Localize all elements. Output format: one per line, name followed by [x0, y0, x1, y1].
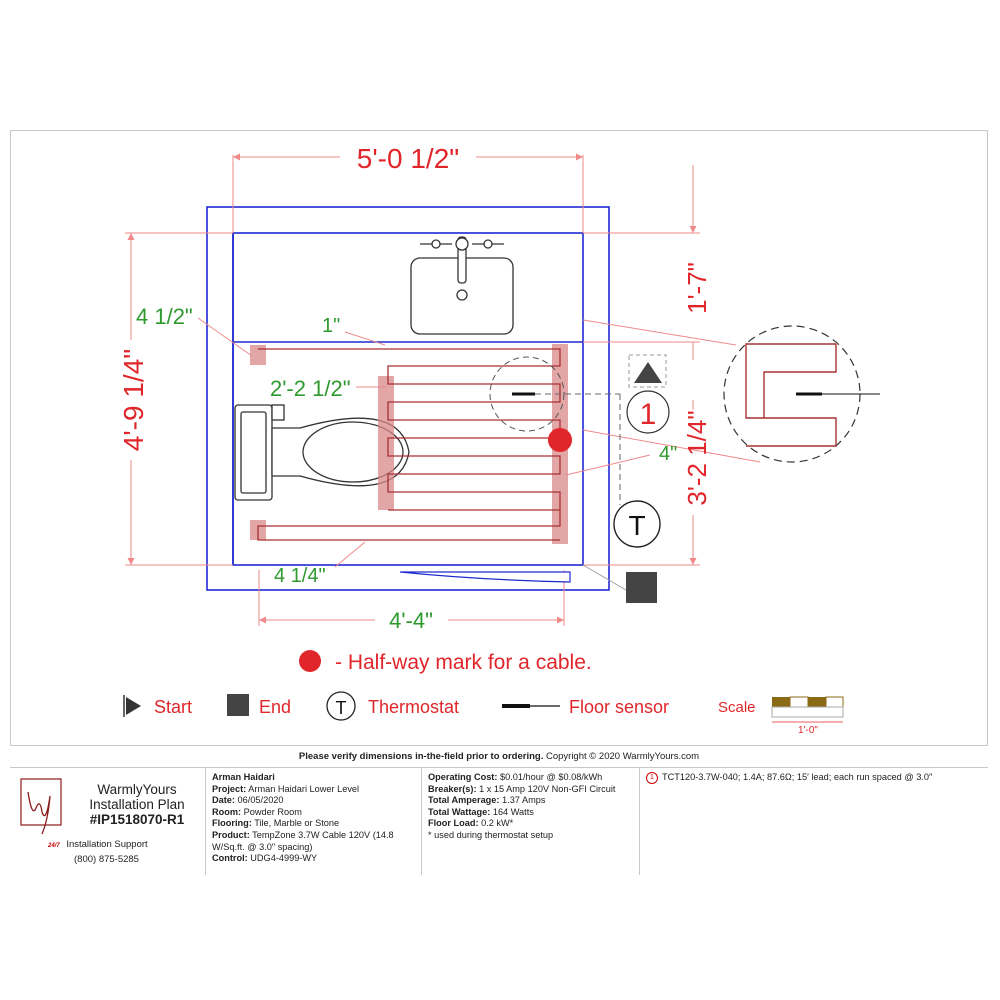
- dim-span-mid: 2'-2 1/2": [270, 376, 351, 401]
- plan-id: #IP1518070-R1: [89, 812, 185, 827]
- toilet-fixture: [234, 404, 410, 501]
- legend: Start End T Thermostat Floor sensor Scal…: [123, 691, 844, 736]
- legend-sensor: Floor sensor: [569, 697, 669, 717]
- dim-bottom-width: 4'-4": [389, 608, 433, 633]
- sink-fixture: [410, 236, 514, 335]
- verify-bold: Please verify dimensions in-the-field pr…: [298, 751, 544, 762]
- floor-plan: 1 T 5'-0 1/2" 4'-9 1/4" 1'-7" 3'-2 1/4" …: [10, 130, 988, 745]
- flooring-value: Tile, Marble or Stone: [254, 818, 340, 829]
- end-marker: [626, 572, 657, 603]
- scale-value: 1'-0": [798, 725, 818, 736]
- brand-name: WarmlyYours: [97, 782, 177, 797]
- control-label: Control:: [212, 853, 248, 864]
- scale-bar: 1'-0": [771, 696, 844, 736]
- cable-number-badge: 1: [646, 772, 658, 784]
- cable-spec-row: 1 TCT120-3.7W-040; 1.4A; 87.6Ω; 15′ lead…: [646, 772, 982, 784]
- warmlyyours-logo: [20, 778, 62, 835]
- halfway-legend-dot: [299, 650, 321, 672]
- breaker-value: 1 x 15 Amp 120V Non-GFI Circuit: [479, 783, 616, 794]
- plan-type: Installation Plan: [89, 797, 185, 812]
- amperage-label: Total Amperage:: [428, 795, 500, 806]
- room-label: Room:: [212, 806, 242, 817]
- cable-run-path: [257, 348, 561, 541]
- verify-note: Please verify dimensions in-the-field pr…: [10, 745, 988, 767]
- floor-sensor-area: [489, 356, 621, 505]
- dimension-labels: 5'-0 1/2" 4'-9 1/4" 1'-7" 3'-2 1/4" 4'-4…: [118, 143, 712, 633]
- flooring-label: Flooring:: [212, 818, 252, 829]
- room-walls: [206, 206, 610, 591]
- cable-detail-zoom: [723, 325, 880, 463]
- dim-offset-right: 4": [659, 443, 677, 465]
- cable-number-circle: [626, 390, 670, 434]
- start-marker: [628, 354, 667, 388]
- product-label: Product:: [212, 829, 250, 840]
- load-label: Floor Load:: [428, 818, 479, 829]
- sheet-border: [10, 130, 988, 745]
- start-legend-icon: [126, 697, 141, 715]
- op-cost-label: Operating Cost:: [428, 772, 498, 782]
- client-name: Arman Haidari: [212, 772, 275, 782]
- brand-cell: WarmlyYours Installation Plan #IP1518070…: [10, 768, 206, 875]
- halfway-legend-text: - Half-way mark for a cable.: [335, 651, 592, 674]
- dim-right-upper: 1'-7": [682, 262, 712, 314]
- dim-offset-left: 4 1/2": [136, 304, 193, 329]
- support-label: Installation Support: [66, 839, 148, 850]
- heating-cable: [257, 348, 561, 541]
- thermostat-legend-icon: [326, 691, 356, 721]
- support-badge-icon: 24/7: [48, 843, 60, 849]
- support-info: 24/7 Installation Support (800) 875-5285: [48, 838, 148, 866]
- op-cost-value: $0.01/hour @ $0.08/kWh: [499, 772, 603, 782]
- dim-left-height: 4'-9 1/4": [118, 349, 149, 451]
- cable-spec: TCT120-3.7W-040; 1.4A; 87.6Ω; 15′ lead; …: [662, 772, 933, 783]
- breaker-label: Breaker(s):: [428, 783, 477, 794]
- dim-offset-bottom: 4 1/4": [274, 565, 326, 587]
- electrical-cell: Operating Cost: $0.01/hour @ $0.08/kWh B…: [422, 768, 640, 875]
- setup-note: * used during thermostat setup: [428, 829, 554, 840]
- wattage-value: 164 Watts: [492, 806, 534, 817]
- project-cell: Arman Haidari Project: Arman Haidari Low…: [206, 768, 422, 875]
- support-phone: (800) 875-5285: [74, 854, 139, 865]
- cable-number-label: 1: [640, 398, 657, 431]
- legend-start: Start: [154, 697, 192, 717]
- title-block: WarmlyYours Installation Plan #IP1518070…: [10, 767, 988, 875]
- thermostat-letter: T: [628, 510, 645, 541]
- project-label: Project:: [212, 783, 247, 794]
- wattage-label: Total Wattage:: [428, 806, 491, 817]
- door-swing: [399, 571, 571, 583]
- date-value: 06/05/2020: [237, 795, 284, 806]
- legend-thermostat-symbol: T: [336, 698, 347, 718]
- dim-right-lower: 3'-2 1/4": [682, 410, 712, 505]
- copyright: Copyright © 2020 WarmlyYours.com: [543, 751, 700, 762]
- end-legend-icon: [227, 694, 249, 716]
- amperage-value: 1.37 Amps: [502, 795, 546, 806]
- dimension-lines: [125, 153, 761, 626]
- cable-cell: 1 TCT120-3.7W-040; 1.4A; 87.6Ω; 15′ lead…: [640, 768, 988, 875]
- control-value: UDG4-4999-WY: [250, 853, 318, 864]
- thermostat-symbol: [613, 500, 661, 548]
- load-value: 0.2 kW*: [481, 818, 514, 829]
- room-value: Powder Room: [243, 806, 302, 817]
- product-value: TempZone 3.7W Cable 120V (14.8 W/Sq.ft. …: [212, 829, 394, 852]
- legend-thermostat: Thermostat: [368, 697, 459, 717]
- dim-top-width: 5'-0 1/2": [357, 143, 459, 174]
- halfway-mark: [548, 428, 572, 452]
- legend-scale: Scale: [718, 699, 756, 716]
- legend-end: End: [259, 697, 291, 717]
- project-value: Arman Haidari Lower Level: [248, 783, 360, 794]
- brand-title: WarmlyYours Installation Plan #IP1518070…: [72, 782, 202, 827]
- dim-offset-top: 1": [322, 315, 340, 337]
- date-label: Date:: [212, 795, 235, 806]
